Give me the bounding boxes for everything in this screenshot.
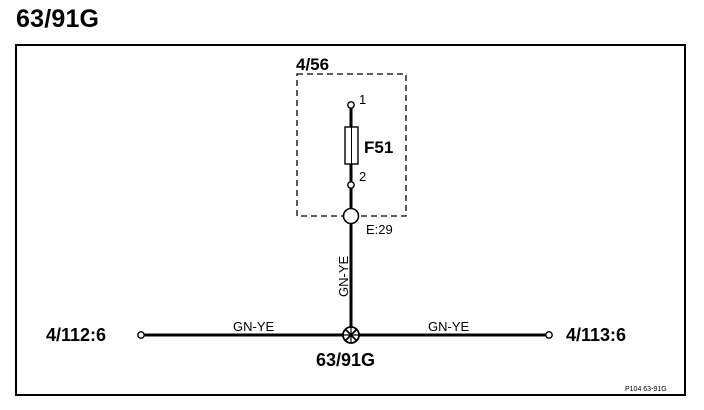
wire-right-color-label: GN-YE [428, 319, 470, 334]
wire-left-color-label: GN-YE [233, 319, 275, 334]
component-box-label: 4/56 [296, 55, 329, 74]
terminal-right-symbol [545, 331, 553, 339]
fuse-pin-2-label: 2 [359, 169, 366, 184]
junction-symbol [342, 326, 360, 344]
page-title: 63/91G [16, 5, 100, 33]
terminal-left-label: 4/112:6 [46, 325, 106, 345]
terminal-right-label: 4/113:6 [566, 325, 626, 345]
junction-label: 63/91G [316, 350, 375, 370]
wire-vertical-color-label: GN-YE [336, 256, 351, 298]
figure-reference: P104 63-91G [625, 386, 667, 393]
connector-e29-label: E:29 [366, 222, 393, 237]
fuse-pin-1-label: 1 [359, 92, 366, 107]
fuse-pin-2-terminal [347, 181, 355, 189]
fuse-label: F51 [364, 138, 393, 157]
diagram-frame [15, 44, 686, 396]
terminal-left-symbol [137, 331, 145, 339]
fuse-pin-1-terminal [347, 101, 355, 109]
connector-e29-symbol [342, 207, 360, 225]
